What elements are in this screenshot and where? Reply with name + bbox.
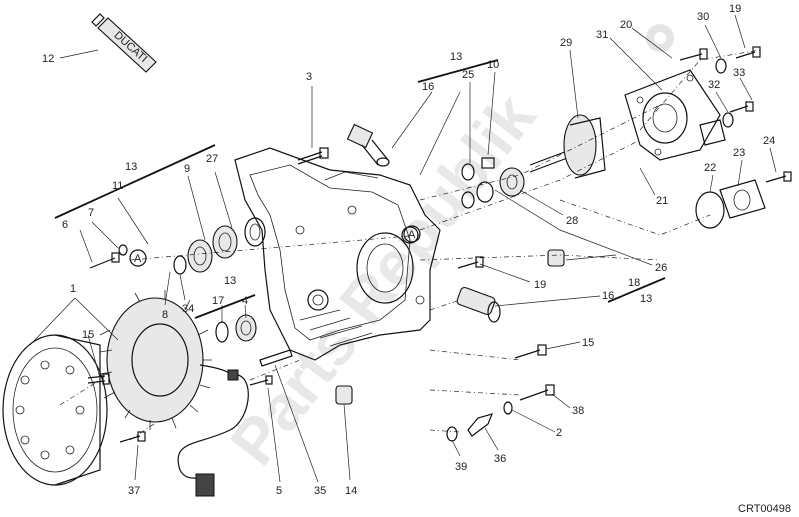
callout-21: 21 xyxy=(656,195,668,207)
callout-27: 27 xyxy=(206,153,218,165)
callout-13d: 13 xyxy=(640,293,652,305)
callout-3: 3 xyxy=(306,71,312,83)
centerlines xyxy=(59,49,761,441)
callout-7: 7 xyxy=(88,207,94,219)
callout-13c: 13 xyxy=(224,275,236,287)
plug-18 xyxy=(547,249,565,267)
callout-4: 4 xyxy=(242,295,248,307)
callout-10: 10 xyxy=(487,59,499,71)
pump-seals: A xyxy=(403,157,525,243)
callout-15a: 15 xyxy=(82,329,94,341)
callout-19b: 19 xyxy=(729,3,741,15)
callout-23: 23 xyxy=(733,147,745,159)
callout-2: 2 xyxy=(556,427,562,439)
leader-lines xyxy=(29,14,777,483)
callout-37: 37 xyxy=(128,485,140,497)
callout-17: 17 xyxy=(212,295,224,307)
callout-13a: 13 xyxy=(125,161,137,173)
dowel-14 xyxy=(335,385,353,405)
callout-25: 25 xyxy=(462,69,474,81)
wire-clamp xyxy=(249,349,293,386)
callout-20: 20 xyxy=(620,19,632,31)
spring-clip xyxy=(467,413,494,437)
callout-36: 36 xyxy=(494,453,506,465)
callout-26: 26 xyxy=(655,262,667,274)
sealant-tube: DUCATI xyxy=(91,13,157,73)
callout-13b: 13 xyxy=(450,51,462,63)
callout-15b: 15 xyxy=(582,337,594,349)
callout-29: 29 xyxy=(560,37,572,49)
callout-5: 5 xyxy=(276,485,282,497)
right-screws xyxy=(446,256,555,442)
lower-seals xyxy=(215,314,257,343)
callout-31: 31 xyxy=(596,29,608,41)
sensor-upper xyxy=(346,123,390,167)
diagram-code: CRT00498 xyxy=(738,503,791,515)
callout-24: 24 xyxy=(763,135,775,147)
callout-labels: 1 2 3 4 5 6 7 8 9 10 11 12 13 13 13 13 1… xyxy=(42,3,775,497)
callout-12: 12 xyxy=(42,53,54,65)
callout-39: 39 xyxy=(455,461,467,473)
callout-38: 38 xyxy=(572,405,584,417)
pump-screws xyxy=(679,46,761,128)
callout-8: 8 xyxy=(162,309,168,321)
callout-32: 32 xyxy=(708,79,720,91)
pump-flange xyxy=(695,171,792,229)
sensor-lower xyxy=(456,286,501,323)
callout-1: 1 xyxy=(70,283,76,295)
callout-22: 22 xyxy=(704,162,716,174)
engine-side-cover xyxy=(234,147,441,361)
callout-16a: 16 xyxy=(422,81,434,93)
gear-icon xyxy=(646,24,674,52)
callout-33: 33 xyxy=(733,67,745,79)
callout-30: 30 xyxy=(697,11,709,23)
callout-35: 35 xyxy=(314,485,326,497)
tube-brand-label: DUCATI xyxy=(112,29,150,65)
callout-11: 11 xyxy=(112,180,123,192)
callout-16b: 16 xyxy=(602,290,614,302)
callout-14: 14 xyxy=(345,485,357,497)
callout-34: 34 xyxy=(182,303,194,315)
callout-9: 9 xyxy=(184,163,190,175)
callout-19a: 19 xyxy=(534,279,546,291)
pump-cover xyxy=(624,69,726,161)
group-brackets xyxy=(54,59,666,319)
callout-6: 6 xyxy=(62,219,68,231)
stator xyxy=(99,290,249,497)
callout-28: 28 xyxy=(566,215,578,227)
callout-18: 18 xyxy=(628,277,640,289)
screw-3 xyxy=(297,147,329,165)
generator-rotor xyxy=(2,334,108,486)
marker-a-right: A xyxy=(408,229,416,241)
